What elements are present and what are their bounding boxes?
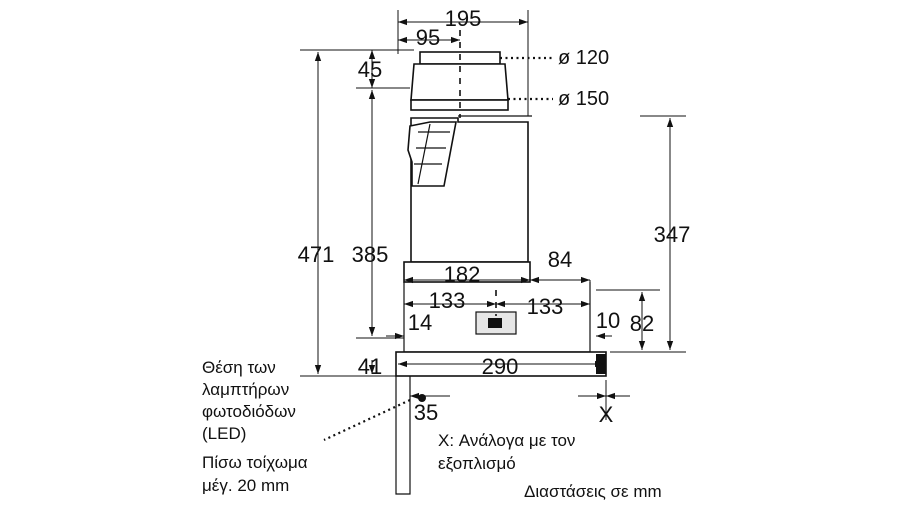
dim-82-label: 82	[630, 311, 654, 336]
units-note: Διαστάσεις σε mm	[524, 482, 662, 501]
wall-note-line-2: μέγ. 20 mm	[202, 476, 289, 495]
dim-290-label: 290	[482, 354, 519, 379]
led-note-line-3: φωτοδιόδων	[202, 402, 296, 421]
filter-handle	[488, 318, 502, 328]
led-leader	[323, 399, 411, 441]
led-note-line-1: Θέση των	[202, 358, 276, 377]
dia150-label: ø 150	[558, 88, 609, 110]
led-note-line-4: (LED)	[202, 424, 246, 443]
dim-x-label: X	[599, 402, 614, 427]
dia120-label: ø 120	[558, 47, 609, 69]
dim-35-label: 35	[414, 400, 438, 425]
fan-flap-detail	[414, 123, 450, 185]
dim-95-label: 95	[416, 25, 440, 50]
dim-45-label: 45	[358, 57, 382, 82]
dim-10-label: 10	[596, 308, 620, 333]
extension-lines	[300, 10, 686, 420]
dim-133-left-label: 133	[429, 288, 466, 313]
dim-347-label: 347	[654, 222, 691, 247]
dimension-lines	[314, 18, 674, 400]
x-note-line-2: εξοπλισμό	[438, 454, 516, 473]
led-note-line-2: λαμπτήρων	[202, 380, 289, 399]
dim-385-label: 385	[352, 242, 389, 267]
hood-outline	[395, 51, 607, 495]
wall-note-line-1: Πίσω τοίχωμα	[202, 453, 308, 472]
x-note-line-1: X: Ανάλογα με τον	[438, 431, 575, 450]
dim-182-label: 182	[444, 262, 481, 287]
dim-471-label: 471	[298, 242, 335, 267]
dim-14-label: 14	[408, 310, 432, 335]
dim-195-label: 195	[445, 6, 482, 31]
dim-133-right-label: 133	[527, 294, 564, 319]
dim-84-label: 84	[548, 247, 572, 272]
dim-41-label: 41	[358, 354, 382, 379]
fan-flap	[407, 121, 457, 187]
back-wall	[395, 376, 411, 495]
